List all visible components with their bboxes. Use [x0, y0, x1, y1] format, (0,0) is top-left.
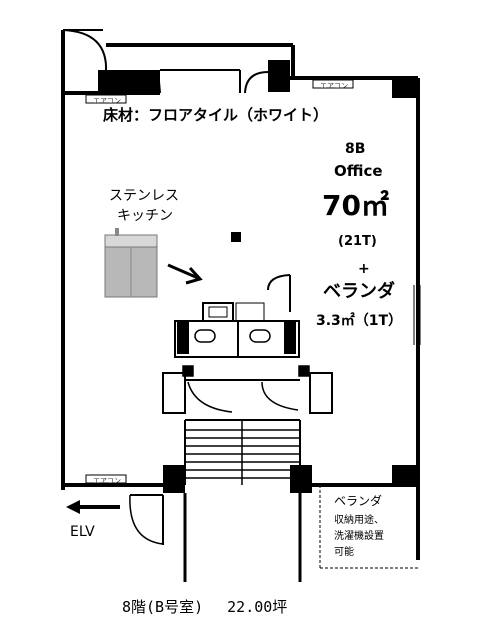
veranda-bottom	[319, 485, 418, 569]
stair-area	[162, 365, 333, 485]
elevator-hall	[129, 493, 302, 582]
pointer-arrow	[167, 263, 203, 285]
office-unit: 8B	[345, 141, 366, 157]
office-veranda-area: 3.3㎡（1T）	[316, 313, 403, 329]
floor-material-label: 床材：フロアタイル（ホワイト）	[103, 106, 329, 124]
veranda-note-line2: 洗濯機設置	[334, 531, 384, 542]
kitchen-unit	[104, 228, 158, 298]
office-plus: +	[358, 261, 370, 277]
veranda-note-title: ベランダ	[334, 494, 383, 508]
aircon-label-topleft: エアコン	[93, 97, 121, 105]
floor-caption: 8階(B号室) 22.00坪	[122, 598, 288, 616]
office-area: 70㎡	[322, 189, 389, 222]
aircon-label-topright: エアコン	[320, 82, 348, 90]
columns	[98, 60, 418, 493]
veranda-note-line1: 収納用途、	[334, 515, 384, 526]
elv-arrow	[66, 500, 120, 514]
elv-label: ELV	[70, 524, 95, 540]
office-tsubo: (21T)	[338, 234, 377, 249]
kitchen-label-line1: ステンレス	[109, 188, 179, 204]
side-window	[413, 285, 421, 345]
office-veranda: ベランダ	[323, 281, 395, 302]
entrance-door	[62, 29, 108, 73]
office-name: Office	[334, 162, 383, 180]
aircon-label-bottom: エアコン	[93, 477, 121, 485]
veranda-note-line3: 可能	[334, 547, 354, 558]
kitchen-label-line2: キッチン	[117, 208, 173, 224]
wet-area	[174, 274, 300, 358]
aircon-units	[85, 79, 354, 484]
